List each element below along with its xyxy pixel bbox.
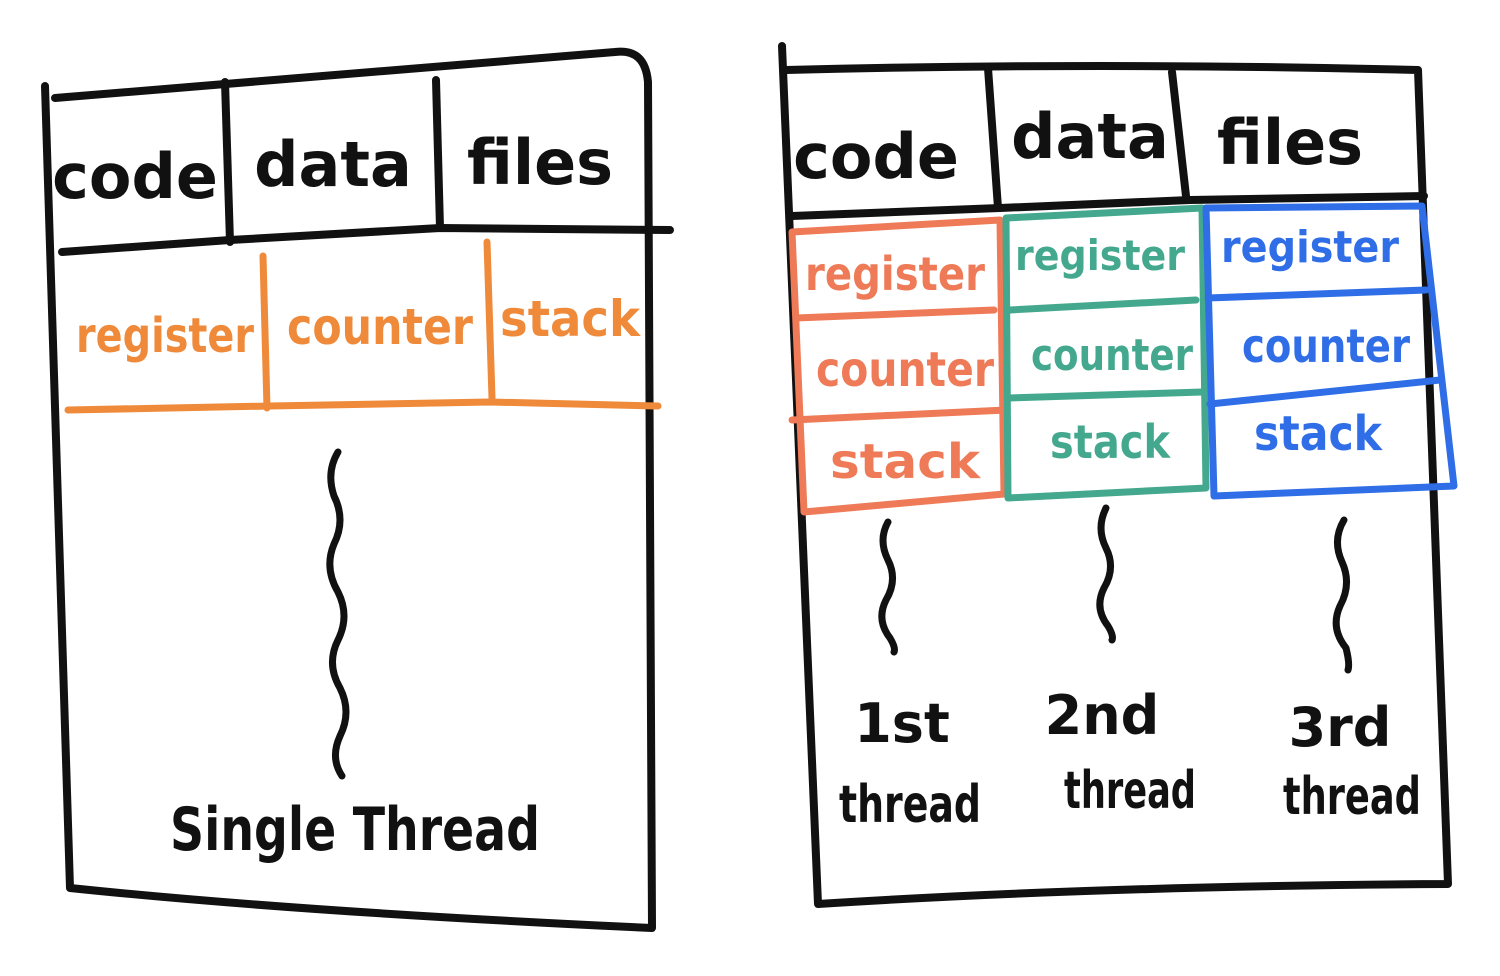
thread-3-block: register counter stack [1202, 202, 1458, 500]
single-shared-code: code [52, 140, 218, 213]
thread-2-divider-2 [1004, 388, 1206, 402]
single-shared-col-divider-1 [221, 78, 234, 246]
single-thread-row-bottom [64, 398, 662, 414]
thread-3-register: register [1221, 222, 1399, 273]
thread-2-squiggle [1096, 504, 1116, 644]
single-thread-stack: stack [500, 290, 642, 348]
thread-3-label-word: thread [1283, 767, 1421, 827]
thread-1-label-word: thread [839, 775, 981, 835]
thread-1-counter: counter [816, 342, 994, 398]
thread-3-stack: stack [1254, 406, 1383, 462]
single-thread-process: code data files register counter stack S… [41, 47, 674, 932]
single-thread-counter: counter [287, 298, 473, 356]
multi-shared-col-divider-1 [984, 64, 1002, 212]
thread-1-divider-2 [788, 406, 1010, 424]
multi-shared-col-divider-2 [1168, 68, 1190, 200]
thread-3-squiggle [1332, 516, 1353, 674]
thread-2-outline [1002, 204, 1210, 502]
thread-2-label-word: thread [1064, 761, 1196, 821]
thread-2-divider-1 [1006, 296, 1200, 314]
thread-1-register: register [805, 247, 985, 301]
multi-shared-files: files [1217, 106, 1363, 179]
thread-3-divider-1 [1204, 286, 1430, 302]
single-thread-register: register [76, 308, 254, 364]
single-shared-col-divider-2 [432, 76, 444, 232]
thread-1-label-ordinal: 1st [854, 692, 950, 755]
thread-2-register: register [1015, 231, 1185, 280]
thread-2-counter: counter [1031, 330, 1193, 381]
thread-2-label-ordinal: 2nd [1045, 684, 1160, 747]
thread-3-outline [1202, 202, 1458, 500]
single-process-outline [41, 47, 656, 932]
multi-shared-row-divider [788, 192, 1428, 220]
multi-shared-data: data [1011, 100, 1169, 173]
thread-1-squiggle [878, 518, 898, 656]
multi-shared-code: code [793, 120, 959, 193]
multi-process-outline [778, 42, 1452, 908]
thread-3-counter: counter [1242, 319, 1410, 373]
single-shared-data: data [254, 128, 412, 201]
thread-3-divider-2 [1206, 376, 1444, 408]
single-thread-squiggle [326, 448, 350, 780]
thread-2-block: register counter stack [1002, 204, 1210, 502]
single-thread-col-divider-2 [483, 238, 496, 402]
thread-1-divider-1 [792, 306, 998, 322]
thread-3-label-ordinal: 3rd [1289, 696, 1392, 759]
thread-1-stack: stack [830, 434, 981, 490]
single-thread-caption: Single Thread [170, 795, 540, 865]
single-shared-files: files [467, 126, 613, 199]
thread-2-stack: stack [1050, 415, 1171, 469]
thread-1-block: register counter stack [788, 216, 1010, 516]
single-shared-row-divider [58, 224, 674, 256]
single-thread-col-divider-1 [259, 252, 271, 412]
multi-thread-process: code data files register counter stack r… [778, 42, 1458, 908]
